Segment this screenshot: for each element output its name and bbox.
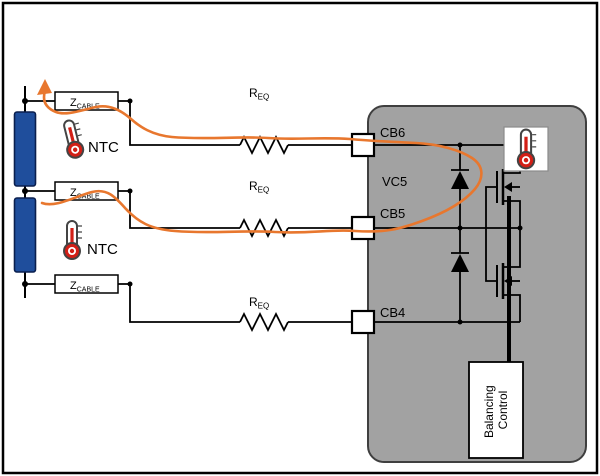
z-cable-3: ZCABLE [54,274,119,294]
svg-text:Balancing Control: Balancing Control [482,382,510,438]
pin-label-cb4: CB4 [380,305,405,320]
z-cable-label: ZCABLE [70,280,100,294]
battery-cell-bottom [13,197,37,273]
battery-cell-top [13,111,37,187]
z-cable-box [54,181,119,201]
semiconductor-marks [451,142,523,325]
req-label-3: REQ [249,295,269,311]
z-cable-label: ZCABLE [70,187,100,201]
z-cable-2: ZCABLE [54,181,119,201]
pin-label-cb6: CB6 [380,125,405,140]
gate-bus [485,186,497,282]
req-resistor-3 [239,311,289,333]
body-diode-lower [451,228,469,322]
req-label-2: REQ [249,179,269,195]
body-diode-upper [451,145,469,228]
ic-internal-wiring [374,144,521,323]
pad-cb6 [350,132,376,158]
balancing-control-box [468,361,524,459]
balancing-control-label: Balancing Control [482,382,510,438]
ntc-label-1: NTC [88,139,119,156]
z-cable-label: ZCABLE [70,97,100,111]
z-cable-box [54,274,119,294]
ic-body [367,105,587,463]
pad-cb5 [350,215,376,241]
current-path-highlight [40,89,483,234]
req-label-1: REQ [249,86,269,102]
pin-label-vc5: VC5 [382,174,407,189]
wiring [25,100,352,333]
pin-label-cb5: CB5 [380,206,405,221]
ntc-label-2: NTC [87,241,118,258]
pad-cb4 [350,309,376,335]
req-resistor-1 [239,134,289,156]
current-path-arrow [37,79,52,95]
